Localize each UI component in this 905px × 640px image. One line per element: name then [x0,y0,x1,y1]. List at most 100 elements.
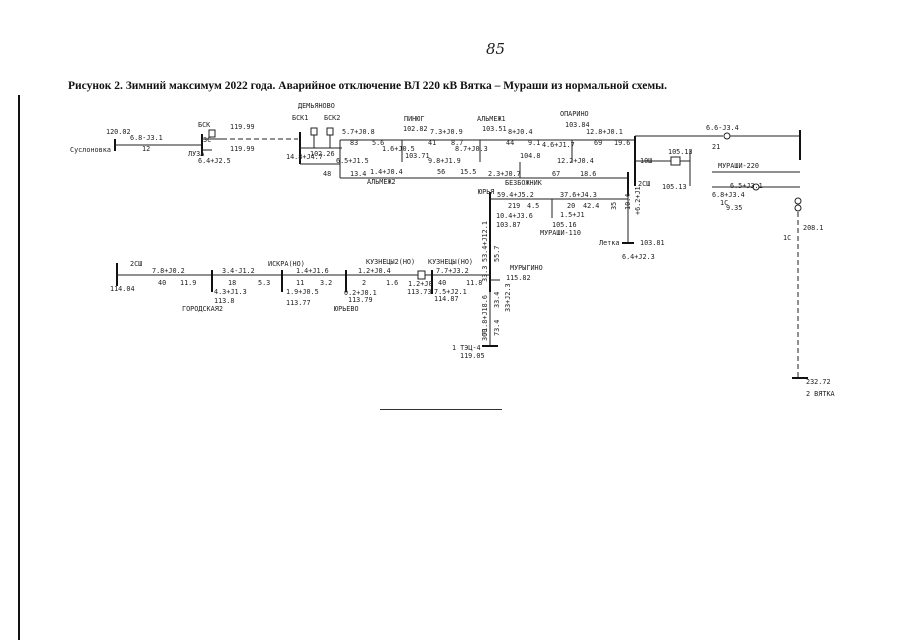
label-l56: 6.6-J3.4 [706,124,739,132]
label-l31: 1.4+J0.4 [370,168,403,176]
label-l43: 4.6+J1.7 [542,141,575,149]
label-l09: 119.99 [230,145,255,153]
label-l107: 1.6 [386,279,398,287]
label-l16: 102.26 [310,150,335,158]
page-number: 85 [486,40,506,58]
label-l60: 6.8+J3.4 [712,191,745,199]
label-l04: Суслоновка [70,146,111,154]
label-l96: 113.8 [214,297,234,305]
label-l112: 7.7+J3.2 [436,267,469,275]
label-l38: 44 [506,139,514,147]
label-l17: 83 [350,139,358,147]
lines [114,127,808,379]
label-l116: 113.73 [407,288,432,296]
label-l76: 219 [508,202,520,210]
label-l78: 20 [567,202,575,210]
label-l66: Летка [599,239,619,247]
label-l57: 21 [712,143,720,151]
label-l98: ИСКРА(НО) [268,260,305,268]
label-l20: 48 [323,170,331,178]
label-l46: 104.8 [520,152,540,160]
label-l02: 6.8-J3.1 [130,134,163,142]
label-l55: 2СШ [638,180,650,188]
label-l101: 3.2 [320,279,332,287]
label-l25: 41 [428,139,436,147]
label-l13: БСК2 [324,114,340,122]
label-l118: 114.87 [434,295,459,303]
label-l122: 33.4 [493,292,501,308]
label-l103: 113.77 [286,299,311,307]
label-l35: АЛЬМЕЖ1 [477,115,506,123]
label-l01: 120.02 [106,128,131,136]
bottom-rule [380,409,502,410]
label-l68: 6.4+J2.3 [622,253,655,261]
label-l89: 114.04 [110,285,135,293]
label-l22: ПИНЮГ [404,115,424,123]
label-l80: 10.4+J3.6 [496,212,533,220]
label-l27: 1.6+J0.5 [382,145,415,153]
label-l24: 7.3+J0.9 [430,128,463,136]
label-l07: 3С [203,136,211,144]
label-l119: МУРЫГИНО [510,264,543,272]
label-l49: 67 [552,170,560,178]
label-l36: 103.51 [482,125,507,133]
label-l115: 11.8 [466,279,482,287]
label-l48: 2.3+J0.7 [488,170,521,178]
label-l15: 14.8+J4.7 [286,153,323,161]
label-l83: 105.16 [552,221,577,229]
label-l93: 18 [228,279,236,287]
label-l34: 15.5 [460,168,476,176]
label-l58: МУРАШИ-220 [718,162,759,170]
label-l65: 10.4 [624,194,632,210]
label-l79: 42.4 [583,202,599,210]
label-l72: 2 ВЯТКА [806,390,835,398]
label-l88: 7.8+J0.2 [152,267,185,275]
label-l90: 40 [158,279,166,287]
label-l40: ОПАРИНО [560,110,589,118]
figure-caption: Рисунок 2. Зимний максимум 2022 года. Ав… [68,80,668,92]
label-l69: 208.1 [803,224,823,232]
label-l87: 2СШ [130,260,142,268]
label-l84: МУРАШИ-110 [540,229,581,237]
label-l75: 37.6+J4.3 [560,191,597,199]
label-l54: 105.13 [662,183,687,191]
bsk2-box [326,127,334,136]
label-l11: ДЕМЬЯНОВО [298,102,335,110]
label-l109: 113.79 [348,296,373,304]
label-l71: 232.72 [806,378,831,386]
label-l23: 102.82 [403,125,428,133]
label-l63: +6.2+J1 [634,186,642,215]
label-l30: 9.8+J1.9 [428,157,461,165]
label-l44: 69 [594,139,602,147]
label-l124: 71.8+J18.6 [481,295,489,336]
label-l117: 7.5+J2.1 [434,288,467,296]
label-l95: 4.3+J1.3 [214,288,247,296]
label-l104: КУЗНЕЦЫ2(НО) [366,258,415,266]
label-l128: 119.05 [460,352,485,360]
label-l61: 1С [720,199,728,207]
label-l67: 103.81 [640,239,665,247]
label-l77: 4.5 [527,202,539,210]
label-l05: БСК [198,121,211,129]
bsk-box [208,129,216,138]
label-l08: ЛУЗА [188,150,204,158]
label-l111: КУЗНЕЦЫ(НО) [428,258,473,266]
label-l03: 12 [142,145,150,153]
bsk1-box [310,127,318,136]
label-l105: 1.2+J0.4 [358,267,391,275]
label-l127: 1 ТЭЦ-4 [452,344,481,352]
label-l45: 19.6 [614,139,630,147]
label-l12: БСК1 [292,114,308,122]
label-l120: 115.82 [506,274,531,282]
label-l92: 3.4-J1.2 [222,267,255,275]
label-l82: 1.5+J1 [560,211,585,219]
label-l14: 5.7+J0.8 [342,128,375,136]
label-l29: 8.7+J0.3 [455,145,488,153]
label-l86: 55.7 [493,246,501,262]
label-l113: 1.2+J0 [408,280,433,288]
label-l91: 11.9 [180,279,196,287]
labels: 120.02 6.8-J3.1 12 Суслоновка БСК 119.99… [70,102,835,398]
label-l81: 103.87 [496,221,521,229]
transformer-murashi [670,156,681,166]
label-l110: ЮРЬЕВО [334,305,359,313]
